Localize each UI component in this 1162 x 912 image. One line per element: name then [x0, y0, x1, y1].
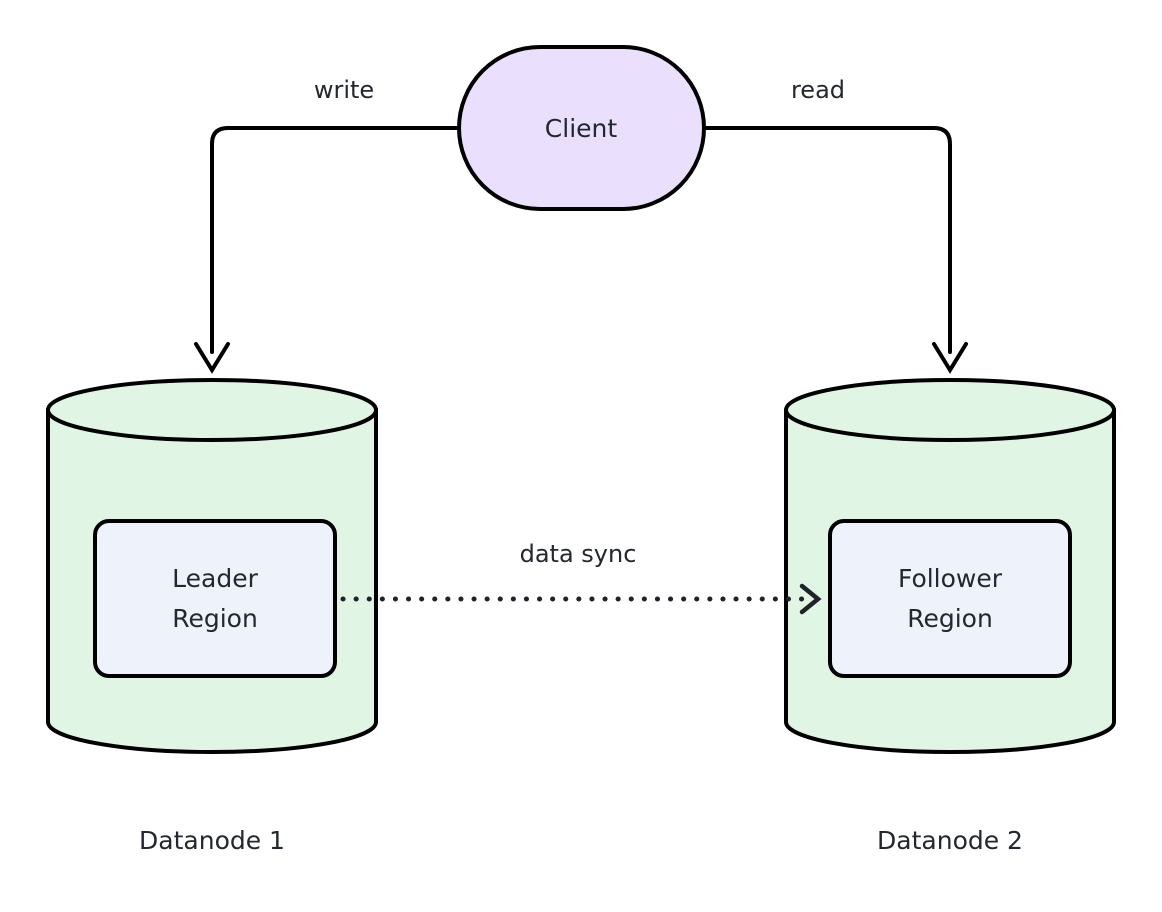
follower-region-shape	[828, 519, 1072, 678]
leader-region-shape	[93, 519, 337, 678]
edge-read-label: read	[791, 76, 845, 104]
node-client[interactable]: Client	[457, 45, 706, 211]
edge-read-line	[703, 126, 952, 354]
datanode-2-cylinder-top	[784, 378, 1116, 442]
edge-data-sync-label: data sync	[520, 540, 637, 568]
leader-region[interactable]: Leader Region	[93, 519, 337, 678]
datanode-2-caption: Datanode 2	[877, 826, 1023, 855]
edge-read-arrowhead-icon	[932, 342, 968, 374]
edge-write-label: write	[314, 76, 374, 104]
edge-write-arrowhead-icon	[194, 342, 230, 374]
edge-data-sync: data sync	[340, 540, 822, 615]
edge-write-line	[210, 126, 459, 354]
follower-region-label-line1: Follower	[898, 564, 1003, 593]
client-label: Client	[545, 114, 618, 143]
follower-region-label-line2: Region	[907, 604, 993, 633]
edge-data-sync-arrowhead-icon	[799, 583, 822, 615]
edge-read: read	[703, 76, 968, 374]
leader-region-label-line2: Region	[172, 604, 258, 633]
edge-write: write	[194, 76, 459, 374]
node-datanode-1[interactable]: Leader Region Datanode 1	[46, 378, 378, 855]
leader-region-label-line1: Leader	[172, 564, 258, 593]
client-shape	[457, 45, 706, 211]
follower-region[interactable]: Follower Region	[828, 519, 1072, 678]
datanode-1-caption: Datanode 1	[139, 826, 285, 855]
node-datanode-2[interactable]: Follower Region Datanode 2	[784, 378, 1116, 855]
datanode-1-cylinder-top	[46, 378, 378, 442]
